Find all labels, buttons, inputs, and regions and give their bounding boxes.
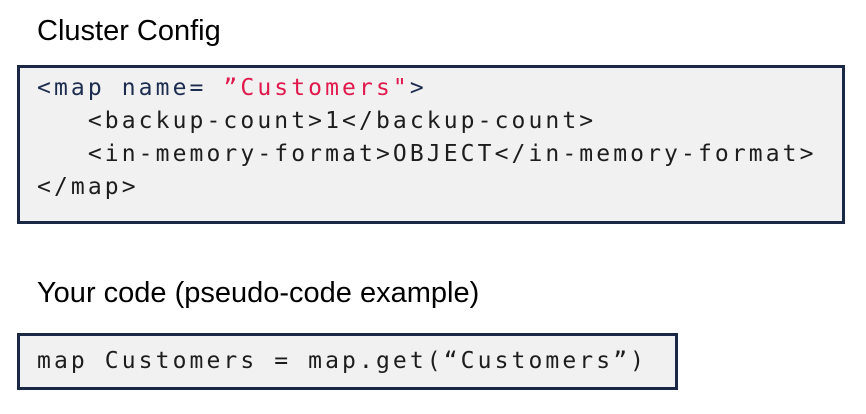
xml-code: <map name= ”Customers"> <backup-count>1<…	[20, 68, 842, 204]
cluster-config-heading: Cluster Config	[37, 15, 221, 47]
cluster-config-code-block: <map name= ”Customers"> <backup-count>1<…	[17, 65, 845, 224]
xml-line-map-open: <map name= ”Customers">	[37, 72, 842, 105]
xml-tag-close-bracket: >	[409, 75, 427, 101]
pseudo-code-line: map Customers = map.get(“Customers”)	[37, 348, 648, 374]
xml-line-map-close: </map>	[37, 174, 139, 200]
xml-tag-open: <map name=	[37, 75, 224, 101]
your-code-heading: Your code (pseudo-code example)	[37, 277, 480, 309]
pseudo-code-block: map Customers = map.get(“Customers”)	[17, 333, 678, 390]
xml-attr-value: ”Customers"	[223, 75, 410, 101]
xml-line-backup-count: <backup-count>1</backup-count>	[37, 108, 597, 134]
xml-line-in-memory-format: <in-memory-format>OBJECT</in-memory-form…	[37, 141, 817, 167]
